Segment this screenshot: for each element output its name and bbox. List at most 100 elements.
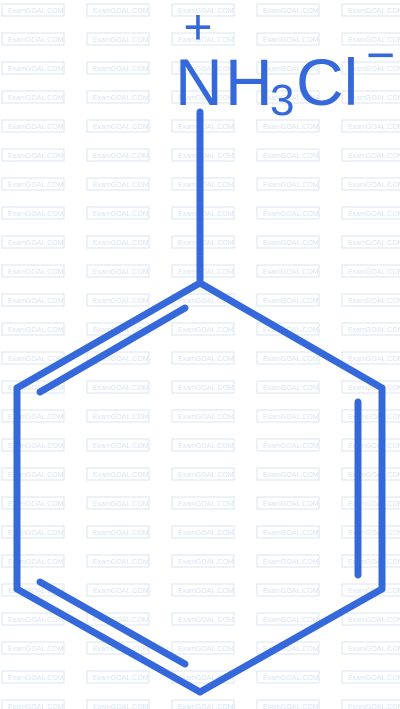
watermark-text: ExamGOAL.COM (348, 240, 400, 247)
watermark-box (86, 61, 150, 75)
double-bond-inner-c1-c6 (36, 304, 189, 396)
watermark-text: ExamGOAL.COM (263, 211, 319, 218)
watermark-box (86, 496, 150, 510)
watermark-box (171, 322, 235, 336)
watermark-text: ExamGOAL.COM (93, 443, 149, 450)
watermark-text: ExamGOAL.COM (348, 617, 400, 624)
watermark-box (256, 351, 320, 365)
watermark-text: ExamGOAL.COM (93, 472, 149, 479)
watermark-box (341, 206, 400, 220)
watermark-text: ExamGOAL.COM (348, 559, 400, 566)
watermark-box (1, 699, 65, 709)
watermark-box (1, 119, 65, 133)
watermark-box (171, 380, 235, 394)
watermark-box (1, 293, 65, 307)
watermark-text: ExamGOAL.COM (93, 675, 149, 682)
watermark-text: ExamGOAL.COM (263, 501, 319, 508)
watermark-text: ExamGOAL.COM (178, 327, 234, 334)
watermark-text: ExamGOAL.COM (8, 559, 64, 566)
watermark-text: ExamGOAL.COM (348, 95, 400, 102)
watermark-box (341, 438, 400, 452)
watermark-text: ExamGOAL.COM (93, 588, 149, 595)
watermark-box (86, 32, 150, 46)
watermark-box (341, 235, 400, 249)
formula-label: + N H 3 Cl − (175, 0, 395, 125)
watermark-box (341, 148, 400, 162)
watermark-text: ExamGOAL.COM (263, 95, 319, 102)
watermark-box (86, 467, 150, 481)
watermark-text: ExamGOAL.COM (348, 472, 400, 479)
watermark-text: ExamGOAL.COM (8, 356, 64, 363)
watermark-box (1, 3, 65, 17)
watermark-box (256, 206, 320, 220)
watermark-box (1, 90, 65, 104)
watermark-box (341, 119, 400, 133)
watermark-text: ExamGOAL.COM (8, 472, 64, 479)
watermark-text: ExamGOAL.COM (263, 240, 319, 247)
watermark-text: ExamGOAL.COM (178, 182, 234, 189)
watermark-text: ExamGOAL.COM (93, 356, 149, 363)
watermark-text: ExamGOAL.COM (263, 646, 319, 653)
watermark-box (86, 438, 150, 452)
watermark-text: ExamGOAL.COM (178, 240, 234, 247)
cation-charge-plus: + (183, 0, 212, 55)
watermark-text: ExamGOAL.COM (178, 37, 234, 44)
watermark-box (256, 61, 320, 75)
watermark-text: ExamGOAL.COM (8, 8, 64, 15)
watermark-box (86, 699, 150, 709)
watermark-box (341, 641, 400, 655)
bond-c6-c1 (13, 279, 204, 392)
watermark-box (256, 670, 320, 684)
hydrogen-atom: H (225, 45, 273, 119)
watermark-text: ExamGOAL.COM (8, 501, 64, 508)
watermark-text: ExamGOAL.COM (348, 269, 400, 276)
watermark-box (1, 670, 65, 684)
watermark-box (1, 467, 65, 481)
watermark-text: ExamGOAL.COM (348, 153, 400, 160)
watermark-text: ExamGOAL.COM (348, 37, 400, 44)
watermark-text: ExamGOAL.COM (8, 443, 64, 450)
watermark-text: ExamGOAL.COM (8, 617, 64, 624)
watermark-box (86, 119, 150, 133)
watermark-box (256, 119, 320, 133)
watermark-text: ExamGOAL.COM (178, 530, 234, 537)
watermark-text: ExamGOAL.COM (93, 124, 149, 131)
watermark-box (171, 554, 235, 568)
watermark-text: ExamGOAL.COM (178, 704, 234, 709)
watermark-text: ExamGOAL.COM (8, 385, 64, 392)
watermark-box (256, 3, 320, 17)
watermark-text: ExamGOAL.COM (93, 501, 149, 508)
watermark-text: ExamGOAL.COM (178, 211, 234, 218)
watermark-text: ExamGOAL.COM (93, 704, 149, 709)
watermark-box (341, 90, 400, 104)
watermark-text: ExamGOAL.COM (348, 385, 400, 392)
watermark-box (256, 438, 320, 452)
watermark-box (341, 525, 400, 539)
watermark-text: ExamGOAL.COM (263, 327, 319, 334)
watermark-text: ExamGOAL.COM (93, 617, 149, 624)
watermark-box (171, 641, 235, 655)
watermark-text: ExamGOAL.COM (8, 530, 64, 537)
watermark-box (256, 612, 320, 626)
watermark-text: ExamGOAL.COM (8, 211, 64, 218)
watermark-box (256, 293, 320, 307)
watermark-box (341, 351, 400, 365)
watermark-box (256, 699, 320, 709)
watermark-text: ExamGOAL.COM (93, 182, 149, 189)
watermark-box (341, 699, 400, 709)
watermark-text: ExamGOAL.COM (263, 182, 319, 189)
watermark-text: ExamGOAL.COM (263, 66, 319, 73)
watermark-text: ExamGOAL.COM (263, 530, 319, 537)
watermark-text: ExamGOAL.COM (263, 472, 319, 479)
watermark-text: ExamGOAL.COM (8, 240, 64, 247)
watermark-pattern: ExamGOAL.COM ExamGOAL.COM ExamGOAL.COM Exam… (1, 3, 400, 709)
watermark-box (1, 409, 65, 423)
watermark-text: ExamGOAL.COM (93, 414, 149, 421)
watermark-text: ExamGOAL.COM (348, 124, 400, 131)
watermark-box (1, 264, 65, 278)
watermark-text: ExamGOAL.COM (348, 443, 400, 450)
watermark-box (171, 3, 235, 17)
watermark-box (256, 409, 320, 423)
bond-c1-c2 (196, 279, 386, 392)
